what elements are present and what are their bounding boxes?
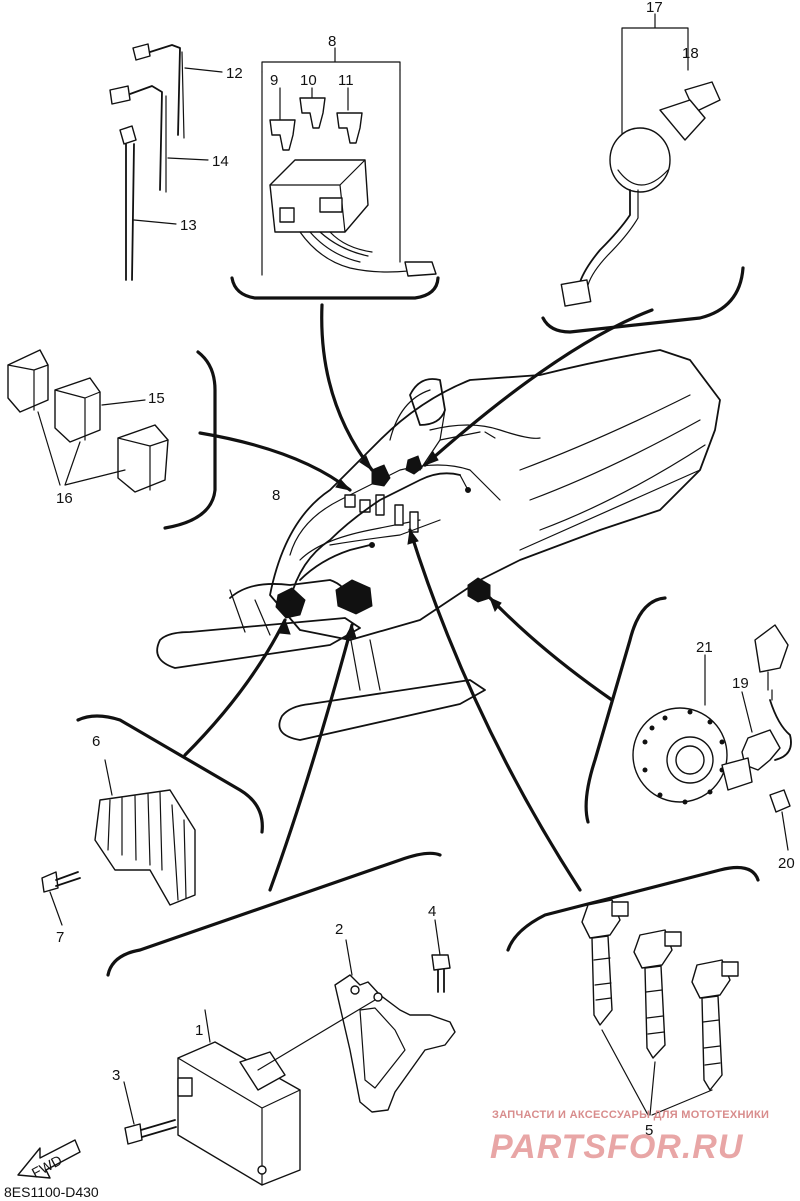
callout-5: 5 (645, 1122, 653, 1139)
callout-11: 11 (338, 72, 354, 89)
callout-20: 20 (778, 855, 795, 872)
harness-end (404, 261, 437, 277)
band-12-head (132, 43, 151, 61)
relay-1 (344, 494, 356, 508)
rectifier-group (41, 759, 196, 926)
watermark: ЗАПЧАСТИ И АКСЕССУАРЫ ДЛЯ МОТОТЕХНИКИ PA… (490, 1109, 769, 1166)
fuse-box-group (261, 47, 437, 277)
leader-lines (183, 303, 654, 892)
ignition-coil-group (581, 899, 739, 1116)
rectifier-body (94, 789, 196, 906)
fuse-10 (299, 97, 326, 129)
callout-7: 7 (56, 929, 64, 946)
callout-19: 19 (732, 675, 749, 692)
callout-3: 3 (112, 1067, 120, 1084)
callout-labels: 1 2 3 4 5 6 7 8 8 9 10 11 12 13 14 15 16… (56, 0, 795, 1139)
main-switch-group (560, 13, 721, 307)
callout-16: 16 (56, 490, 73, 507)
fuse-box-clip (319, 197, 343, 213)
callout-17: 17 (646, 0, 663, 16)
callout-13: 13 (180, 217, 197, 234)
callout-6: 6 (92, 733, 100, 750)
drawing-code: 8ES1100-D430 (4, 1184, 99, 1200)
cable-tie-group (109, 43, 223, 281)
fuse-box-mount (371, 464, 391, 487)
pickup-group (632, 624, 792, 851)
band-14-head (109, 85, 131, 105)
main-switch-connector (560, 279, 592, 307)
main-switch-mount (405, 455, 423, 475)
washer-20 (769, 789, 791, 813)
fuse-11 (336, 112, 363, 144)
watermark-brand: PARTSFOR.RU (490, 1128, 744, 1166)
group-brackets (76, 266, 760, 977)
callout-4: 4 (428, 903, 436, 920)
pickup-coil-19 (741, 729, 781, 771)
coupler-15 (54, 377, 101, 443)
pickup-coil-mount (467, 577, 491, 603)
plug-cap-1 (375, 494, 385, 516)
callout-2: 2 (335, 921, 343, 938)
ignition-coil-a (581, 899, 629, 1026)
installed-components (275, 409, 496, 619)
callout-12: 12 (226, 65, 243, 82)
callout-14: 14 (212, 153, 229, 170)
watermark-tagline: ЗАПЧАСТИ И АКСЕССУАРЫ ДЛЯ МОТОТЕХНИКИ (492, 1109, 769, 1121)
cdi-unit-mount (275, 587, 306, 619)
ignition-coil-c (691, 959, 739, 1091)
fuse-9 (269, 119, 296, 151)
main-switch-body (609, 127, 671, 193)
bracket-2 (334, 974, 456, 1113)
rectifier-mount (335, 579, 373, 615)
callout-9: 9 (270, 72, 278, 89)
callout-15: 15 (148, 390, 165, 407)
callout-1: 1 (195, 1022, 203, 1039)
bolt-3 (124, 1123, 143, 1145)
fuse-box-latch (279, 207, 295, 223)
fwd-arrow-icon: FWD (17, 1139, 81, 1181)
snowmobile-outline (156, 349, 721, 741)
callout-8-top: 8 (328, 33, 336, 50)
tie-13-head (119, 125, 137, 145)
callout-21: 21 (696, 639, 713, 656)
cdi-group (123, 919, 456, 1186)
callout-10: 10 (300, 72, 317, 89)
plug-cap-3 (409, 511, 419, 533)
bolt-7-head (41, 871, 59, 893)
main-switch-neck (659, 99, 706, 141)
coupler-16a (7, 349, 49, 413)
pickup-connector-19 (754, 624, 789, 673)
cdi-unit-1 (177, 1041, 301, 1186)
ignition-coil-b (633, 929, 682, 1059)
callout-18: 18 (682, 45, 699, 62)
plug-cap-2 (394, 504, 404, 526)
coupler-16b (117, 424, 169, 493)
bolt-4 (431, 954, 451, 971)
coupler-group (7, 349, 169, 493)
callout-8-machine: 8 (272, 487, 280, 504)
